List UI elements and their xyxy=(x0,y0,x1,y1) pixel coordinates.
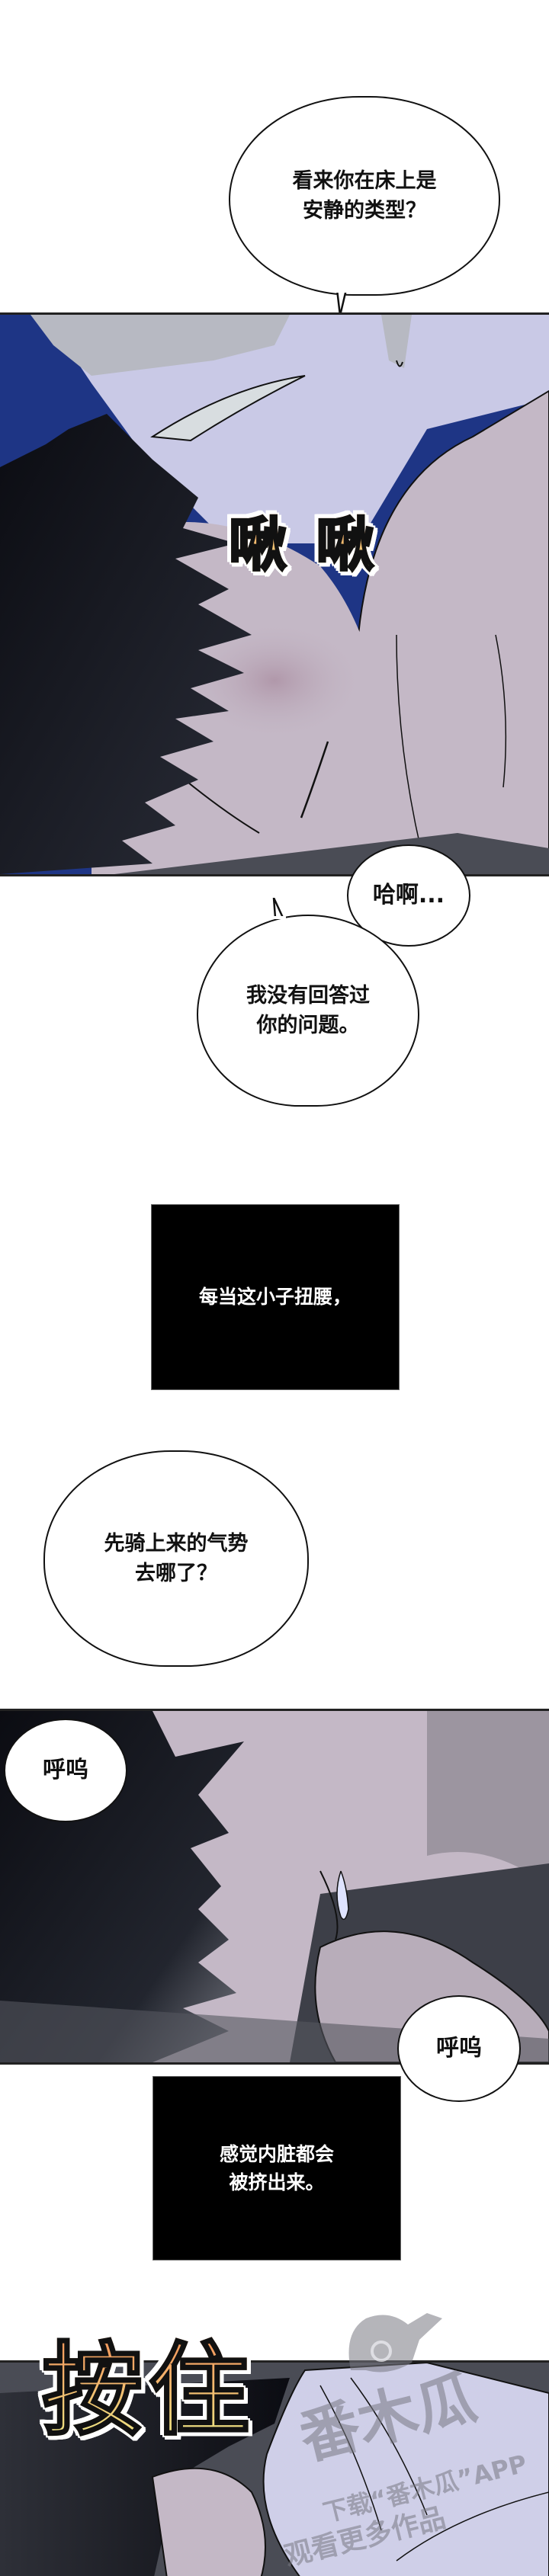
bubble-text: 哈啊... xyxy=(372,882,445,909)
narration-text: 每当这小子扭腰， xyxy=(198,1286,352,1309)
speech-bubble-4: 先骑上来的气势 去哪了？ xyxy=(43,1450,309,1667)
narration-box-2: 感觉内脏都会 被挤出来。 xyxy=(152,2076,401,2260)
bubble-text: 我没有回答过 你的问题。 xyxy=(246,983,370,1037)
speech-bubble-3: 我没有回答过 你的问题。 xyxy=(197,915,419,1107)
speech-bubble-6: 呼呜 xyxy=(397,1995,521,2102)
bubble-tail xyxy=(271,898,286,919)
panel-art-hold xyxy=(0,2363,549,2576)
sfx-kiss: 啾 啾 xyxy=(227,498,378,582)
speech-bubble-2: 哈啊... xyxy=(347,844,470,947)
sfx-hold-down: 按住 xyxy=(41,2309,255,2455)
speech-bubble-1: 看来你在床上是 安静的类型？ xyxy=(229,96,500,296)
comic-panel-kiss: 啾 啾 xyxy=(0,312,549,876)
panel-art-kiss xyxy=(0,315,549,874)
comic-panel-hold xyxy=(0,2360,549,2576)
bubble-text: 先骑上来的气势 去哪了？ xyxy=(104,1531,249,1585)
bubble-text: 呼呜 xyxy=(43,1757,88,1784)
bubble-text: 看来你在床上是 安静的类型？ xyxy=(292,168,437,223)
bubble-tail xyxy=(336,290,351,316)
speech-bubble-5: 呼呜 xyxy=(4,1719,127,1822)
bubble-text: 呼呜 xyxy=(436,2035,482,2062)
narration-box-1: 每当这小子扭腰， xyxy=(151,1204,400,1390)
narration-text: 感觉内脏都会 被挤出来。 xyxy=(219,2142,334,2194)
papaya-logo-icon xyxy=(348,2313,442,2373)
